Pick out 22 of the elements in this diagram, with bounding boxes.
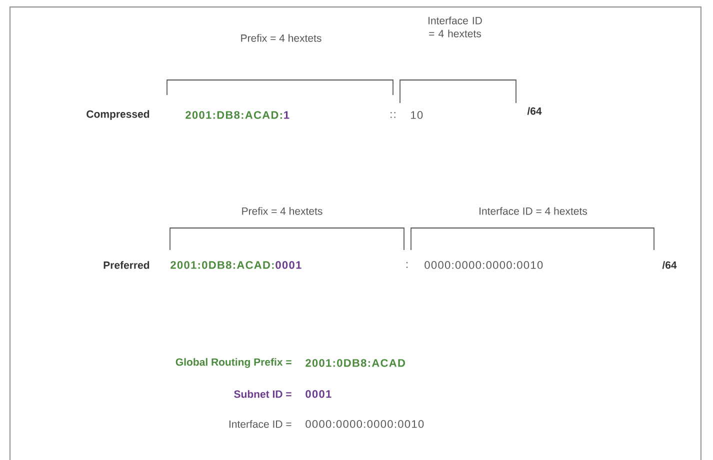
address-text: 1	[284, 111, 290, 119]
bracket-label: Interface ID = 4 hextets	[428, 16, 482, 38]
bracket-label: Prefix = 4 hextets	[242, 207, 322, 215]
address-text: 0000:0000:0000:0010	[306, 420, 424, 428]
prefix-length: /64	[527, 107, 542, 115]
address-text: 0000:0000:0000:0010	[424, 261, 543, 269]
address-text: 2001:0DB8:ACAD	[306, 359, 405, 367]
address-text: 0001	[306, 390, 332, 398]
field-name: Subnet ID =	[234, 390, 292, 398]
address-text: 10	[411, 111, 423, 119]
separator-text: :	[406, 262, 408, 268]
row-label: Preferred	[104, 261, 150, 269]
row-label: Compressed	[86, 110, 150, 120]
address-text: 2001:0DB8:ACAD:	[170, 261, 274, 269]
separator-text: ::	[390, 112, 396, 118]
field-name: Interface ID =	[229, 420, 292, 428]
bracket-label: Prefix = 4 hextets	[241, 34, 322, 42]
prefix-length: /64	[662, 261, 677, 269]
bracket-label: Interface ID = 4 hextets	[480, 207, 588, 215]
address-text: 0001	[276, 261, 302, 269]
address-text: 2001:DB8:ACAD:	[186, 111, 282, 119]
field-name: Global Routing Prefix =	[176, 358, 292, 368]
